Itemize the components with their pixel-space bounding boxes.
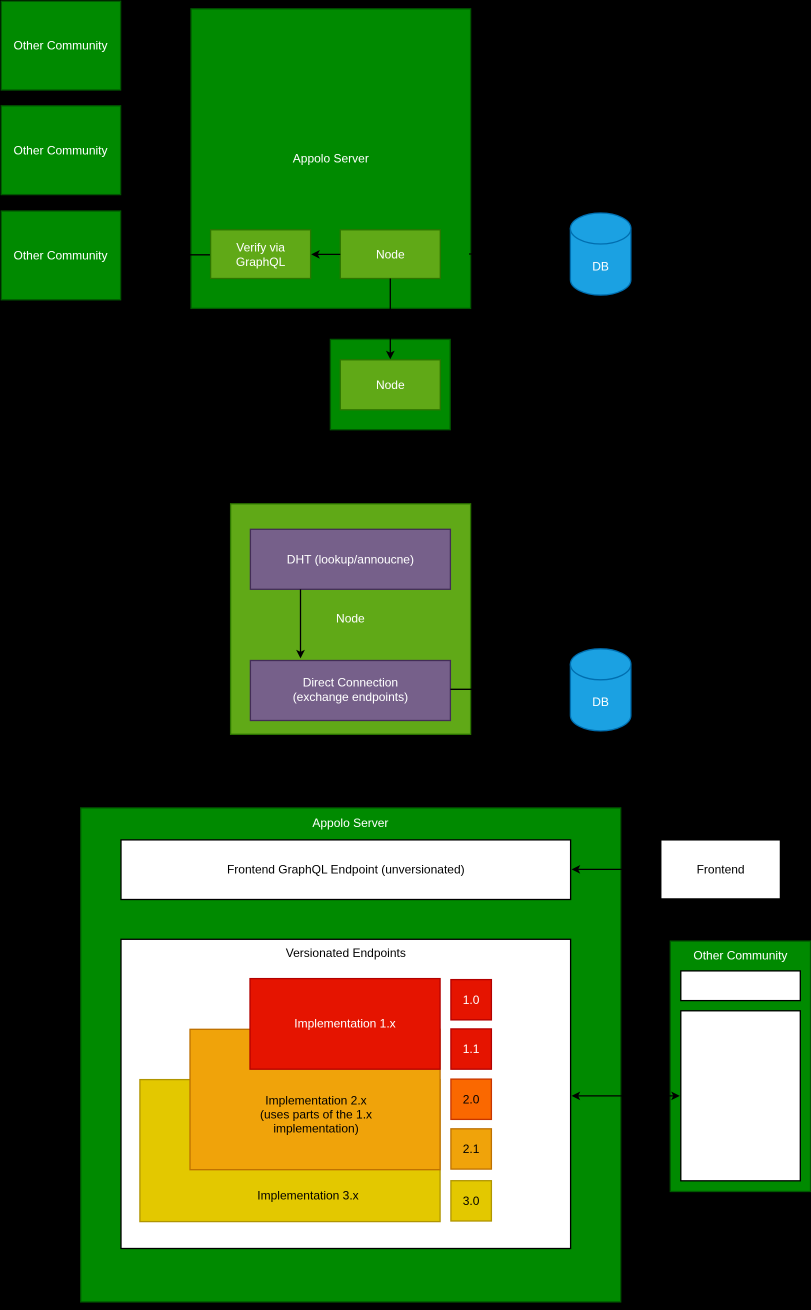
svg-text:2.0: 2.0 [463,1092,480,1106]
svg-text:Implementation 3.x: Implementation 3.x [257,1189,358,1203]
svg-text:implementation): implementation) [273,1122,358,1136]
svg-text:Frontend: Frontend [697,862,745,876]
svg-text:Node: Node [376,247,405,261]
svg-text:Direct Connection: Direct Connection [303,675,398,689]
svg-text:Frontend GraphQL Endpoint (unv: Frontend GraphQL Endpoint (unversionated… [227,862,465,876]
svg-text:Node: Node [376,378,405,392]
svg-text:Other Community: Other Community [13,249,107,263]
svg-text:Other Community: Other Community [13,144,107,158]
svg-text:3.0: 3.0 [463,1194,480,1208]
svg-text:1.1: 1.1 [463,1042,480,1056]
svg-text:Other Community: Other Community [693,949,787,963]
svg-text:Appolo Server: Appolo Server [293,152,369,166]
svg-text:Implementation 1.x: Implementation 1.x [294,1017,395,1031]
svg-text:GraphQL: GraphQL [236,255,286,269]
svg-text:(uses parts of the 1.x: (uses parts of the 1.x [260,1108,372,1122]
svg-text:(exchange endpoints): (exchange endpoints) [293,690,408,704]
svg-text:Versionated Endpoints: Versionated Endpoints [286,946,406,960]
svg-text:Other Community: Other Community [13,39,107,53]
svg-text:Appolo Server: Appolo Server [312,816,388,830]
svg-text:DB: DB [592,695,609,709]
svg-text:DHT (lookup/annoucne): DHT (lookup/annoucne) [287,552,414,566]
svg-text:Verify via: Verify via [236,240,285,254]
svg-text:DB: DB [592,259,609,273]
svg-text:Implementation 2.x: Implementation 2.x [265,1094,366,1108]
svg-text:1.0: 1.0 [463,993,480,1007]
svg-text:2.1: 2.1 [463,1142,480,1156]
svg-text:Node: Node [336,612,365,626]
